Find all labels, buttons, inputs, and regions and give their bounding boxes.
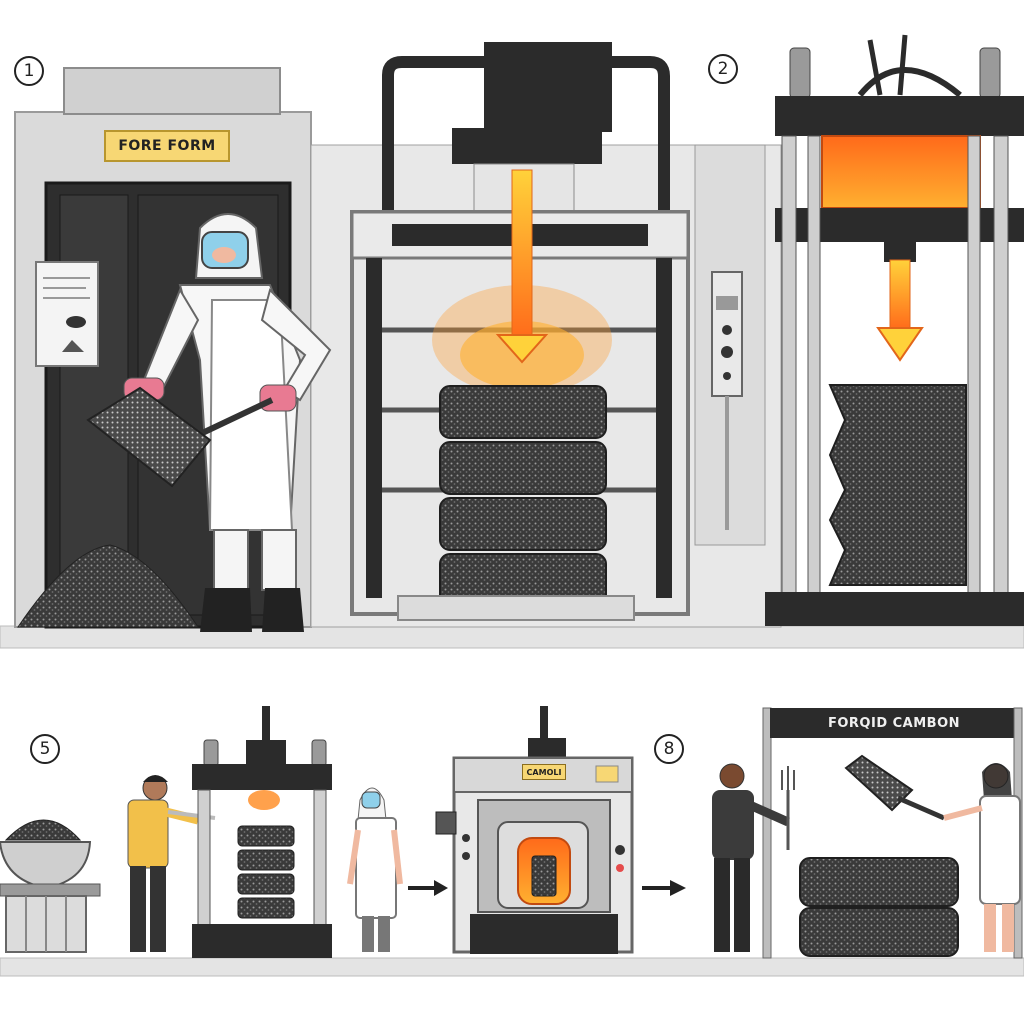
step-number-text: 8 — [663, 739, 675, 759]
step-number-text: 5 — [39, 739, 51, 759]
hot-plate — [821, 135, 981, 209]
molded-carbon-part — [828, 384, 967, 586]
fork-icon — [781, 766, 795, 850]
floor-top — [0, 625, 1024, 649]
banner-forged-carbon: FORQID CAMBON — [772, 712, 1016, 734]
carbon-block-1 — [439, 385, 607, 439]
sign-text: FORE FORM — [118, 138, 216, 154]
step-number-1: 1 — [14, 56, 44, 86]
glove-right — [259, 384, 297, 412]
shovel-icon — [844, 754, 945, 821]
top-panel — [0, 34, 1024, 649]
hydraulic-press-main — [350, 42, 690, 621]
curing-oven — [435, 706, 634, 954]
step-number-text: 2 — [717, 59, 729, 79]
worker-yellow-shirt — [127, 775, 216, 952]
press-head — [452, 128, 602, 164]
worker-dark-shirt — [712, 763, 790, 952]
oven-badge-text: CAMOLI — [526, 767, 562, 777]
press-base — [397, 595, 635, 621]
step-number-text: 1 — [23, 61, 35, 81]
press-right-base — [765, 592, 1024, 626]
arrow-right-icon — [642, 880, 686, 896]
banner-text: FORQID CAMBON — [827, 715, 961, 731]
mixing-bowl-station — [0, 819, 101, 953]
booth-vent — [63, 67, 281, 115]
down-arrow-icon — [876, 259, 924, 362]
worker-white-apron — [347, 787, 403, 952]
carbon-block-3 — [439, 497, 607, 551]
control-panel — [711, 271, 743, 530]
press-cylinder — [484, 42, 612, 132]
step-number-2: 2 — [708, 54, 738, 84]
step-number-5: 5 — [30, 734, 60, 764]
finished-block-2 — [799, 907, 959, 957]
floor-bottom — [0, 957, 1024, 977]
carbon-block-2 — [439, 441, 607, 495]
sign-fore-form: FORE FORM — [104, 130, 230, 162]
bottom-panel — [0, 706, 1024, 977]
worker-protective-suit — [123, 213, 332, 632]
down-arrow-icon — [495, 169, 549, 364]
arrow-right-icon — [408, 880, 448, 896]
shovel-icon — [86, 386, 274, 488]
carbon-flake-pile — [17, 544, 199, 628]
step-number-8: 8 — [654, 734, 684, 764]
finished-block-1 — [799, 857, 959, 907]
bottom-press-1 — [192, 706, 332, 958]
heated-press-right — [765, 34, 1024, 626]
carbon-tray — [86, 386, 212, 488]
press-top-beam — [775, 96, 1024, 136]
oven-badge: CAMOLI — [522, 764, 566, 780]
worker-female — [943, 763, 1021, 952]
